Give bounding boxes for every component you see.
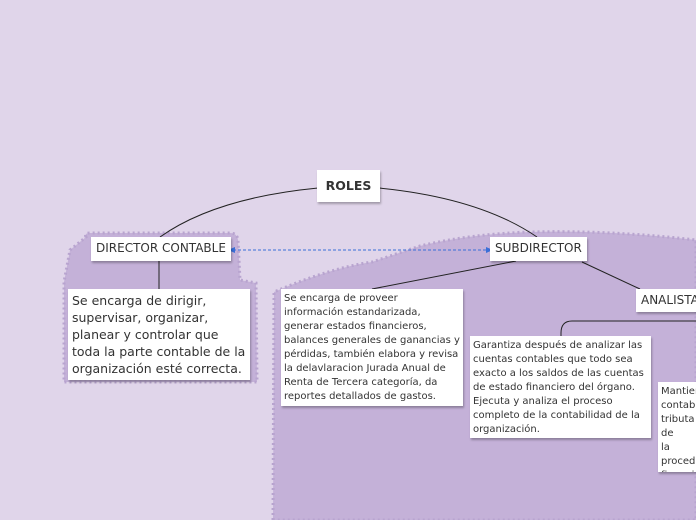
note-analista-2[interactable]: Mantiene contab tributa de la o proced f…: [658, 382, 696, 472]
relation-arrow-right: [486, 247, 493, 253]
note-director[interactable]: Se encarga de dirigir, supervisar, organ…: [68, 289, 250, 380]
connector-roles-subdirector: [378, 187, 538, 238]
topic-director-contable[interactable]: DIRECTOR CONTABLE: [91, 237, 231, 261]
connector-subdirector-note: [371, 260, 517, 290]
relation-arrow-left: [228, 247, 235, 253]
topic-analista[interactable]: ANALISTA: [636, 289, 696, 312]
note-subdirector[interactable]: Se encarga de proveer información estand…: [281, 289, 463, 406]
connector-subdirector-analista: [581, 261, 641, 290]
topic-subdirector[interactable]: SUBDIRECTOR: [490, 237, 587, 261]
central-topic-roles[interactable]: ROLES: [317, 170, 380, 202]
note-analista-1[interactable]: Garantiza después de analizar las cuenta…: [470, 336, 651, 438]
connector-analista-notes: [560, 320, 696, 336]
connector-roles-director: [159, 187, 319, 238]
